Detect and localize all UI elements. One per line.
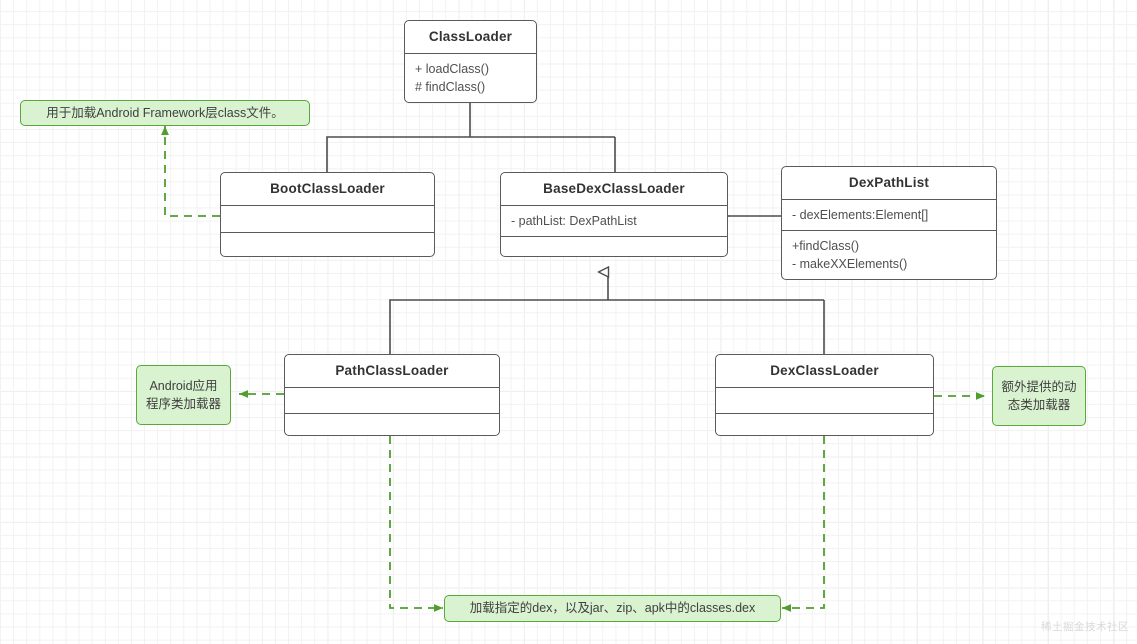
- class-separator: [285, 386, 499, 388]
- edge-to-classloader: [326, 95, 616, 172]
- class-box-classloader[interactable]: ClassLoader + loadClass() # findClass(): [404, 20, 537, 103]
- class-title-pathclassloader: PathClassLoader: [335, 363, 449, 378]
- class-methods-dexpathlist: +findClass() - makeXXElements(): [792, 238, 908, 271]
- note-text-line1: Android应用: [149, 378, 218, 393]
- watermark: 稀土掘金技术社区: [1041, 619, 1129, 634]
- class-methods-classloader: + loadClass() # findClass(): [415, 61, 489, 94]
- class-separator: [285, 412, 499, 414]
- class-methods-pathclassloader: [285, 414, 499, 436]
- class-title-basedexclassloader: BaseDexClassLoader: [543, 181, 685, 196]
- note-bottom-dex-loading[interactable]: 加载指定的dex，以及jar、zip、apk中的classes.dex: [444, 595, 781, 622]
- class-box-basedexclassloader[interactable]: BaseDexClassLoader - pathList: DexPathLi…: [500, 172, 728, 257]
- note-text: 用于加载Android Framework层class文件。: [46, 105, 284, 120]
- note-text-line1: 额外提供的动: [1001, 379, 1077, 394]
- class-box-dexpathlist[interactable]: DexPathList - dexElements:Element[] +fin…: [781, 166, 997, 280]
- class-attributes-dexclassloader: [716, 388, 933, 413]
- note-text-line2: 态类加载器: [1007, 398, 1071, 412]
- class-attributes-bootclassloader: [221, 206, 434, 232]
- note-dexclassloader[interactable]: 额外提供的动 态类加载器: [992, 366, 1086, 426]
- class-separator: [716, 386, 933, 388]
- class-methods-dexclassloader: [716, 414, 933, 436]
- class-separator: [405, 52, 536, 54]
- class-attributes-basedexclassloader: - pathList: DexPathList: [511, 213, 637, 228]
- class-attributes-dexpathlist: - dexElements:Element[]: [792, 207, 929, 222]
- note-link-boot: [161, 126, 220, 217]
- note-text-line2: 程序类加载器: [145, 397, 221, 411]
- class-title-dexclassloader: DexClassLoader: [770, 363, 879, 378]
- note-pathclassloader[interactable]: Android应用 程序类加载器: [136, 365, 231, 425]
- class-box-dexclassloader[interactable]: DexClassLoader: [715, 354, 934, 436]
- class-separator: [782, 198, 996, 200]
- edge-to-basedexclassloader: [389, 272, 825, 354]
- class-box-pathclassloader[interactable]: PathClassLoader: [284, 354, 500, 436]
- note-bootclassloader[interactable]: 用于加载Android Framework层class文件。: [20, 100, 310, 126]
- note-link-bottom-right: [782, 436, 825, 612]
- note-link-bottom-left: [389, 436, 443, 612]
- class-title-bootclassloader: BootClassLoader: [270, 181, 385, 196]
- class-box-bootclassloader[interactable]: BootClassLoader: [220, 172, 435, 257]
- note-text: 加载指定的dex，以及jar、zip、apk中的classes.dex: [469, 601, 756, 616]
- class-separator: [221, 204, 434, 206]
- class-separator: [501, 204, 727, 206]
- watermark-text: 稀土掘金技术社区: [1041, 621, 1129, 633]
- class-separator: [221, 231, 434, 233]
- class-separator: [501, 235, 727, 237]
- class-title-dexpathlist: DexPathList: [848, 175, 930, 190]
- class-title-classloader: ClassLoader: [428, 29, 513, 44]
- class-separator: [716, 412, 933, 414]
- class-attributes-pathclassloader: [285, 388, 499, 413]
- class-separator: [782, 229, 996, 231]
- class-methods-basedexclassloader: [501, 237, 727, 256]
- class-methods-bootclassloader: [221, 233, 434, 257]
